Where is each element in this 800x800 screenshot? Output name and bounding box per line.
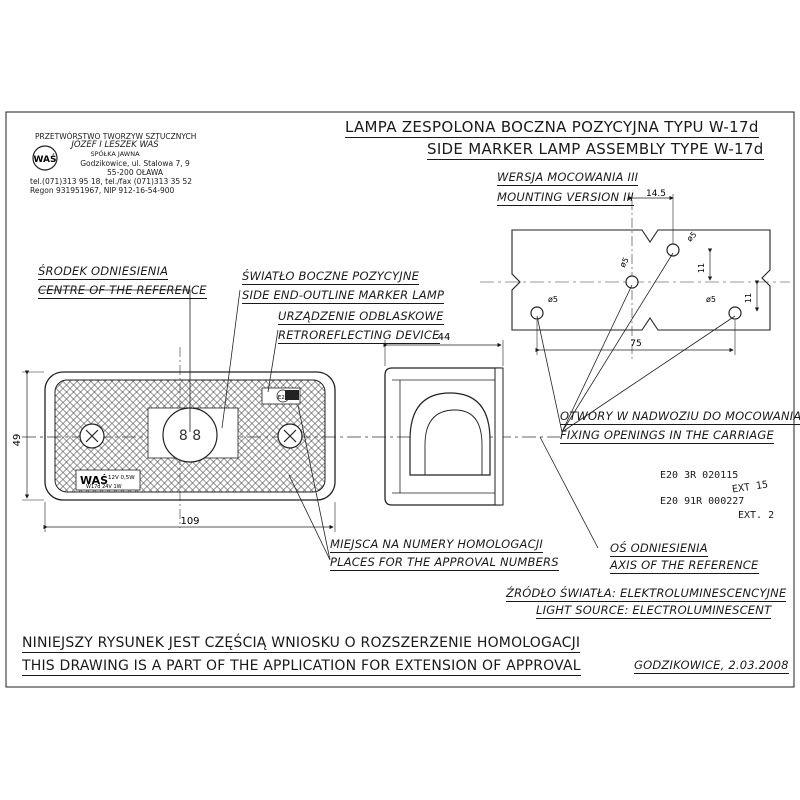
svg-text:8 8: 8 8 — [179, 428, 201, 444]
company-line-6: tel.(071)313 95 18, tel./fax (071)313 35… — [30, 177, 193, 186]
company-logo: WAŚ — [32, 145, 58, 171]
mounting-label-en: MOUNTING VERSION III — [497, 190, 634, 206]
svg-text:ø5: ø5 — [685, 230, 698, 243]
centre-reference-label-pl: ŚRODEK ODNIESIENIA — [38, 264, 169, 280]
company-line-5: 55-200 OŁAWA — [107, 168, 163, 177]
reference-axis-label-en: AXIS OF THE REFERENCE — [610, 558, 759, 574]
title-english: SIDE MARKER LAMP ASSEMBLY TYPE W-17d — [427, 140, 764, 160]
company-line-2: JÓZEF I LESZEK WAŚ — [71, 140, 159, 150]
svg-text:11: 11 — [697, 263, 706, 273]
approval-places-label-pl: MIEJSCA NA NUMERY HOMOLOGACJI — [330, 537, 543, 553]
svg-text:49: 49 — [12, 434, 23, 447]
fixing-openings-label-pl: OTWORY W NADWOZIU DO MOCOWANIA — [560, 409, 800, 425]
svg-text:14.5: 14.5 — [646, 189, 666, 199]
company-line-1: PRZETWÓRSTWO TWORZYW SZTUCZNYCH — [35, 132, 197, 141]
mounting-drawing: 14.5 75 11 11 ø5 ø5 ø5 ø5 — [480, 189, 790, 360]
centre-reference-label-en: CENTRE OF THE REFERENCE — [38, 283, 207, 299]
company-contact: tel.(071)313 95 18, tel./fax (071)313 35… — [30, 177, 192, 195]
fixing-openings-label-en: FIXING OPENINGS IN THE CARRIAGE — [560, 428, 774, 444]
place-and-date: GODZIKOWICE, 2.03.2008 — [634, 658, 789, 674]
retroreflector-label-en: RETROREFLECTING DEVICE — [278, 328, 440, 344]
sheet-frame — [5, 111, 795, 688]
company-line-3: SPÓŁKA JAWNA — [90, 150, 140, 158]
svg-text:109: 109 — [180, 516, 199, 527]
svg-text:11: 11 — [744, 293, 753, 303]
svg-text:44: 44 — [438, 332, 451, 343]
approval-places-label-en: PLACES FOR THE APPROVAL NUMBERS — [330, 555, 559, 571]
svg-text:WAŚ: WAŚ — [80, 474, 108, 487]
svg-text:E20: E20 — [278, 395, 289, 401]
leader-lines — [38, 252, 736, 561]
title-polish: LAMPA ZESPOLONA BOCZNA POZYCYJNA TYPU W-… — [345, 118, 759, 138]
footer-statement-en: THIS DRAWING IS A PART OF THE APPLICATIO… — [22, 658, 581, 676]
side-marker-label-en: SIDE END-OUTLINE MARKER LAMP — [242, 288, 445, 304]
company-address: Godzikowice, ul. Stalowa 7, 9 55-200 OŁA… — [55, 159, 215, 177]
width-dimension: 109 — [43, 502, 336, 532]
retroreflector-label-pl: URZĄDZENIE ODBLASKOWE — [278, 309, 444, 325]
light-source-label-pl: ŹRÓDŁO ŚWIATŁA: ELEKTROLUMINESCENCYJNE — [506, 586, 787, 602]
approval-number-2: E20 91R 000227 — [660, 496, 745, 507]
depth-dimension: 44 — [383, 332, 504, 366]
reference-axis-label-pl: OŚ ODNIESIENIA — [610, 541, 708, 557]
light-source-label-en: LIGHT SOURCE: ELECTROLUMINESCENT — [536, 603, 772, 619]
side-marker-label-pl: ŚWIATŁO BOCZNE POZYCYJNE — [242, 269, 420, 285]
mounting-label-pl: WERSJA MOCOWANIA III — [497, 170, 639, 186]
company-block: PRZETWÓRSTWO TWORZYW SZTUCZNYCH JÓZEF I … — [35, 132, 197, 159]
approval-number-2-ext: EXT. 2 — [738, 510, 775, 521]
svg-text:12V 0,5W: 12V 0,5W — [108, 475, 135, 481]
lamp-side-view — [384, 367, 504, 506]
lamp-front-view: 8 8 E20 WAŚ 12V 0,5W W17d 24V 1W — [44, 371, 336, 501]
svg-text:ø5: ø5 — [618, 256, 631, 269]
svg-text:ø5: ø5 — [706, 295, 716, 304]
svg-text:75: 75 — [630, 339, 641, 349]
approval-number-1: E20 3R 020115 — [660, 470, 739, 481]
company-line-7: Regon 931951967, NIP 912-16-54-900 — [30, 186, 175, 195]
footer-statement-pl: NINIEJSZY RYSUNEK JEST CZĘŚCIĄ WNIOSKU O… — [22, 635, 581, 653]
svg-text:ø5: ø5 — [548, 295, 558, 304]
svg-text:W17d 24V 1W: W17d 24V 1W — [86, 484, 122, 490]
svg-text:WAŚ: WAŚ — [34, 153, 57, 165]
company-line-4: Godzikowice, ul. Stalowa 7, 9 — [80, 159, 190, 168]
height-dimension: 49 — [12, 370, 44, 501]
